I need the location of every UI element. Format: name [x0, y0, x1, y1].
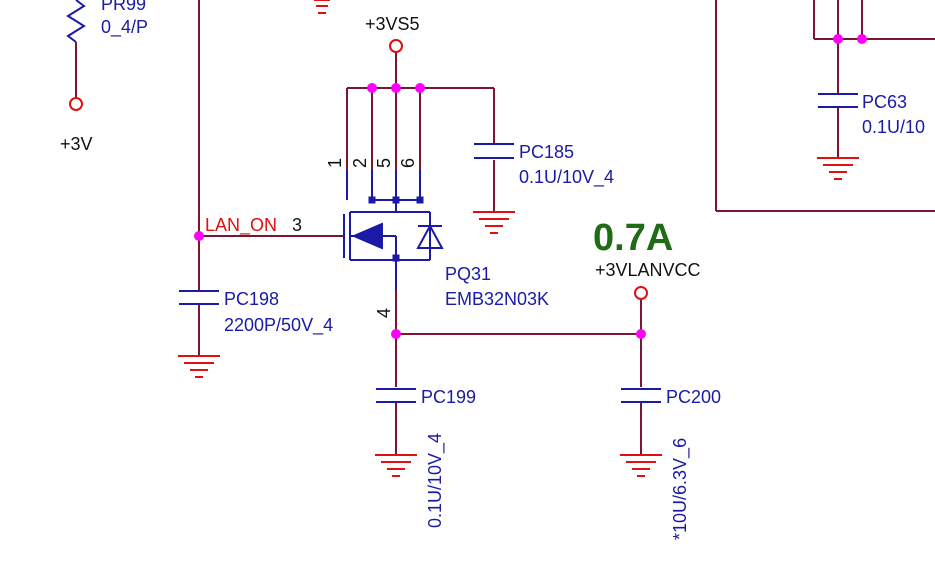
pc185-ref: PC185 — [519, 142, 574, 162]
ground-symbol-partial — [314, 0, 330, 14]
pr99-value: 0_4/P — [101, 17, 148, 38]
ground-symbol — [178, 355, 220, 378]
pin-square — [416, 196, 424, 204]
pr99-resistor — [66, 0, 86, 43]
pc198-value: 2200P/50V_4 — [224, 315, 333, 336]
pin-number-5: 5 — [374, 158, 394, 168]
junction-dot — [391, 83, 401, 93]
pc199-ref: PC199 — [421, 387, 476, 407]
ground-symbol — [473, 211, 515, 234]
junction-dot — [194, 231, 204, 241]
pin-number-2: 2 — [350, 158, 370, 168]
net-label-lan-on: LAN_ON — [205, 215, 277, 236]
component-stubs — [346, 170, 421, 201]
net-3v-label: +3V — [60, 134, 93, 154]
ground-symbol — [375, 454, 417, 477]
junction-dot — [857, 34, 867, 44]
ground-symbol — [817, 157, 859, 180]
mosfet-arrow — [351, 222, 383, 250]
port-3v-circle — [69, 97, 83, 111]
grounds — [178, 0, 859, 477]
junction-dot — [391, 329, 401, 339]
pin-square — [368, 196, 376, 204]
capacitors — [179, 93, 858, 403]
gate-pin-number: 3 — [292, 215, 302, 235]
pc185-value: 0.1U/10V_4 — [519, 167, 614, 188]
mosfet-pq31 — [343, 200, 444, 290]
pc198-ref: PC198 — [224, 289, 279, 309]
pin-number-6: 6 — [398, 158, 418, 168]
current-annotation: 0.7A — [593, 217, 673, 259]
pr99-ref: PR99 — [101, 0, 146, 14]
pin-number-4: 4 — [374, 308, 394, 318]
pin-square — [392, 196, 400, 204]
junction-dot — [636, 329, 646, 339]
pc63-value: 0.1U/10 — [862, 117, 925, 137]
pc200-value: *10U/6.3V_6 — [670, 438, 691, 540]
port-3vlanvcc-circle — [634, 286, 648, 300]
junctions — [194, 34, 867, 339]
pc63-ref: PC63 — [862, 92, 907, 112]
port-3vs5-circle — [389, 39, 403, 53]
pin-square — [392, 254, 400, 262]
pc199-value: 0.1U/10V_4 — [425, 433, 446, 528]
net-3vs5-label: +3VS5 — [365, 14, 420, 34]
net-3vlanvcc-label: +3VLANVCC — [595, 260, 701, 280]
ground-symbol — [620, 454, 662, 477]
pin-number-1: 1 — [325, 158, 345, 168]
pin-markers — [368, 196, 424, 262]
pc200-ref: PC200 — [666, 387, 721, 407]
junction-dot — [833, 34, 843, 44]
power-ports — [69, 39, 648, 300]
junction-dot — [415, 83, 425, 93]
diode-triangle — [416, 223, 444, 249]
junction-dot — [367, 83, 377, 93]
pq31-value: EMB32N03K — [445, 289, 549, 309]
pq31-ref: PQ31 — [445, 264, 491, 284]
